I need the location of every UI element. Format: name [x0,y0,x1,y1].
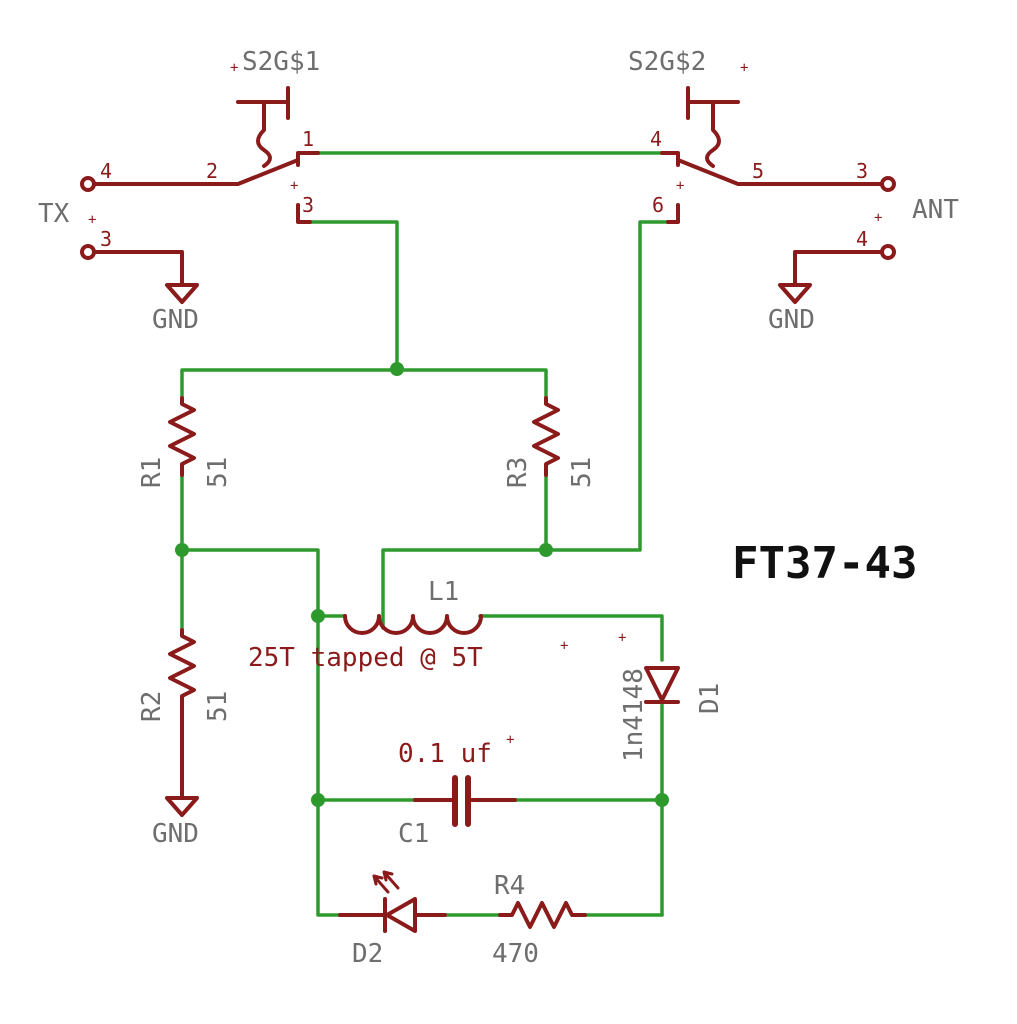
s1-pin-1-label: 1 [302,127,314,151]
wire-s2-pin6-to-l1-tap [381,220,672,630]
resistor-r2: R2 51 [137,628,233,722]
s2-name: S2G$2 [628,47,706,77]
wire-bottom-left-to-d2 [316,798,342,917]
s1-contact-1 [296,151,320,167]
gnd-tx: GND [152,283,199,335]
diode-triangle-icon [644,666,680,702]
resistor-zigzag-icon [168,628,196,707]
resistor-zigzag-icon [498,901,587,929]
r3-value: 51 [567,457,597,488]
d1-value: 1n4148 [619,668,649,762]
r4-value: 470 [492,939,539,969]
resistor-r3: R3 51 [503,396,597,488]
s2-origin-mark-2: + [676,178,684,194]
wire-l1-right-to-d1 [478,614,664,662]
wire-r1-r3-top-bus [180,368,548,400]
tx-pin-3-label: 3 [100,227,112,251]
wires [180,151,672,917]
junction-dot [311,793,325,807]
s1-mech-link [256,102,272,168]
gnd-label: GND [152,305,199,335]
tx-pad-2 [80,244,96,260]
s1-contact-3 [296,203,312,224]
gnd-symbol-icon [165,796,199,817]
inductor-l1: L1 25T tapped @ 5T + [248,577,568,673]
tx-lead-2 [93,250,184,287]
ant-pad-1 [880,176,896,192]
gnd-ant: GND [768,283,815,335]
r3-ref: R3 [503,457,533,488]
tx-connector: 4 3 TX + [38,158,300,287]
ant-connector: 3 4 ANT + [793,159,959,287]
tx-origin-mark: + [88,212,96,228]
tx-lead-1 [93,158,300,186]
l1-value: 25T tapped @ 5T [248,643,483,673]
resistor-zigzag-icon [532,396,560,477]
gnd-symbol-icon [778,283,812,304]
tx-pin-4-label: 4 [100,159,112,183]
l1-ref: L1 [428,577,459,607]
ant-pin-4-label: 4 [856,227,868,251]
s1-pin-3-label: 3 [302,193,314,217]
resistor-zigzag-icon [168,396,196,477]
c1-value: 0.1 uf [398,739,492,769]
d1-origin-mark: + [618,630,626,646]
inductor-coil-icon [343,614,483,635]
r4-ref: R4 [494,871,525,901]
s2-pin-6-label: 6 [652,193,664,217]
s1-origin-mark-2: + [290,178,298,194]
junction-dot [655,793,669,807]
ant-lead-2 [793,250,882,287]
ant-label: ANT [912,195,959,225]
l1-origin-mark: + [560,638,568,654]
r2-value: 51 [203,691,233,722]
led-light-arrows-icon [372,870,400,894]
tx-label: TX [38,199,70,229]
capacitor-c1: 0.1 uf C1 + [398,732,517,849]
r1-value: 51 [203,457,233,488]
s1-pin-2-label: 2 [206,159,218,183]
junction-dot [175,543,189,557]
junctions [175,362,669,807]
s2-pin-4-label: 4 [650,127,662,151]
s2-origin-mark: + [740,60,748,76]
d2-ref: D2 [352,939,383,969]
led-triangle-icon [385,897,417,933]
switch-s2g2: S2G$2 + 4 5 6 + [628,47,882,224]
gnd-label: GND [768,305,815,335]
s2-pin-5-label: 5 [752,159,764,183]
resistor-r1: R1 51 [137,396,233,488]
s2-mech-link [705,102,721,168]
s2-contact-6 [666,203,680,224]
diode-d1: D1 1n4148 + [618,630,725,762]
s2-lever [676,158,882,186]
ant-pin-3-label: 3 [856,159,868,183]
switch-s2g1: S2G$1 + 1 2 3 + [206,47,320,224]
wire-s1-pin3-to-junction [303,220,399,370]
junction-dot [539,543,553,557]
junction-dot [390,362,404,376]
capacitor-plates-icon [452,775,471,827]
wire-r1r2-node-to-l1-left [180,548,320,802]
r2-ref: R2 [137,691,167,722]
junction-dot [311,609,325,623]
s1-actuator [236,86,290,120]
s1-name: S2G$1 [242,47,320,77]
d1-ref: D1 [695,683,725,714]
c1-ref: C1 [398,819,429,849]
ant-pad-2 [880,244,896,260]
gnd-label: GND [152,819,199,849]
resistor-r4: R4 470 [492,871,587,969]
gnd-symbol-icon [165,283,199,304]
s2-contact-4 [660,151,680,167]
gnd-r2: GND [152,703,199,849]
core-type-label: FT37-43 [732,538,917,589]
ant-origin-mark: + [874,210,882,226]
r1-ref: R1 [137,457,167,488]
s1-origin-mark: + [230,60,238,76]
c1-origin-mark: + [506,732,514,748]
led-d2: D2 [338,870,447,969]
tx-pad-1 [80,176,96,192]
